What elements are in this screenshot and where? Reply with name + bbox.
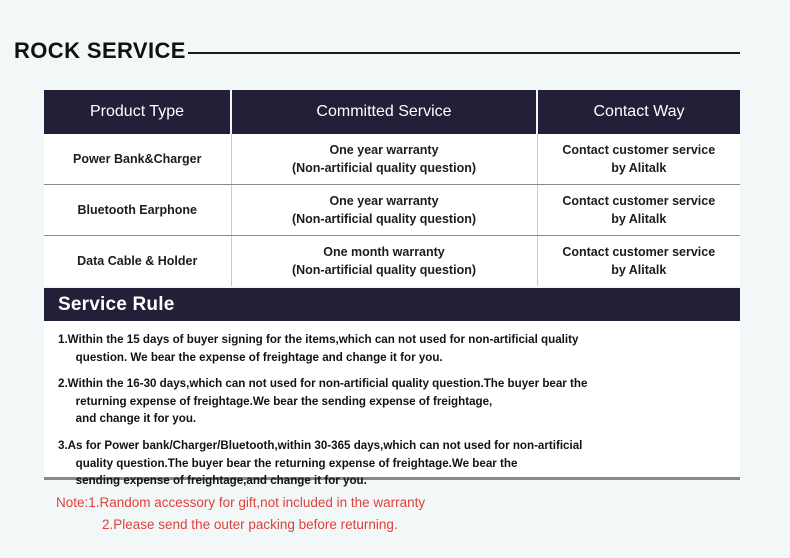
rule-item: 1. Within the 15 days of buyer signing f… bbox=[54, 331, 730, 366]
rule-item: 3. As for Power bank/Charger/Bluetooth,w… bbox=[54, 437, 730, 490]
cell-contact-way: Contact customer service by Alitalk bbox=[537, 184, 740, 236]
contact-line-2: by Alitalk bbox=[611, 161, 667, 175]
service-table-body: Power Bank&Charger One year warranty (No… bbox=[44, 134, 740, 286]
note-line-1: Note:1.Random accessory for gift,not inc… bbox=[56, 495, 426, 510]
service-rule-body: 1. Within the 15 days of buyer signing f… bbox=[44, 321, 740, 487]
rule-line: As for Power bank/Charger/Bluetooth,with… bbox=[67, 439, 583, 453]
service-line-1: One year warranty bbox=[329, 142, 439, 157]
cell-committed-service: One year warranty (Non-artificial qualit… bbox=[231, 134, 538, 185]
page-title-row: ROCK SERVICE bbox=[14, 38, 740, 64]
contact-line-2: by Alitalk bbox=[611, 263, 667, 277]
table-row: Power Bank&Charger One year warranty (No… bbox=[44, 134, 740, 185]
notes-block: Note:1.Random accessory for gift,not inc… bbox=[44, 492, 740, 536]
page-title: ROCK SERVICE bbox=[14, 38, 186, 63]
contact-line-1: Contact customer service bbox=[562, 244, 716, 259]
rule-line: Within the 15 days of buyer signing for … bbox=[67, 333, 579, 346]
rule-line: question. We bear the expense of freight… bbox=[75, 350, 443, 364]
rule-number: 3. bbox=[58, 439, 68, 453]
rule-text: Within the 15 days of buyer signing for … bbox=[68, 331, 730, 366]
cell-committed-service: One month warranty (Non-artificial quali… bbox=[231, 235, 538, 286]
rule-number: 2. bbox=[58, 377, 68, 391]
service-line-1: One month warranty bbox=[323, 244, 445, 259]
note-line-2: 2.Please send the outer packing before r… bbox=[102, 516, 398, 532]
rule-line: sending expense of freightage,and change… bbox=[75, 474, 367, 488]
service-line-2: (Non-artificial quality question) bbox=[291, 212, 477, 226]
cell-product-type: Power Bank&Charger bbox=[44, 134, 232, 185]
column-header-product-type: Product Type bbox=[44, 90, 232, 134]
table-header-row: Product Type Committed Service Contact W… bbox=[44, 90, 740, 134]
column-header-contact-way: Contact Way bbox=[537, 90, 740, 134]
service-rule-banner: Service Rule bbox=[44, 288, 740, 321]
cell-product-type: Data Cable & Holder bbox=[44, 235, 232, 286]
cell-contact-way: Contact customer service by Alitalk bbox=[537, 235, 740, 286]
service-table: Product Type Committed Service Contact W… bbox=[44, 90, 740, 286]
cell-contact-way: Contact customer service by Alitalk bbox=[537, 134, 740, 185]
cell-product-type: Bluetooth Earphone bbox=[44, 184, 232, 236]
contact-line-2: by Alitalk bbox=[611, 212, 667, 226]
rule-text: Within the 16-30 days,which can not used… bbox=[68, 375, 730, 428]
rule-line: returning expense of freightage.We bear … bbox=[75, 394, 493, 408]
title-divider-line bbox=[187, 52, 740, 54]
contact-line-1: Contact customer service bbox=[562, 193, 716, 208]
column-header-committed-service: Committed Service bbox=[231, 90, 538, 134]
service-line-1: One year warranty bbox=[329, 193, 439, 208]
service-table-head: Product Type Committed Service Contact W… bbox=[44, 90, 740, 134]
rule-line: and change it for you. bbox=[75, 412, 197, 426]
rule-line: quality question.The buyer bear the retu… bbox=[75, 456, 518, 470]
contact-line-1: Contact customer service bbox=[562, 142, 716, 157]
table-row: Data Cable & Holder One month warranty (… bbox=[44, 235, 740, 286]
rule-number: 1. bbox=[58, 333, 68, 346]
rule-item: 2. Within the 16-30 days,which can not u… bbox=[54, 375, 730, 428]
service-rule-title: Service Rule bbox=[58, 293, 175, 315]
rule-line: Within the 16-30 days,which can not used… bbox=[67, 377, 588, 391]
cell-committed-service: One year warranty (Non-artificial qualit… bbox=[231, 184, 538, 236]
table-row: Bluetooth Earphone One year warranty (No… bbox=[44, 184, 740, 236]
rule-text: As for Power bank/Charger/Bluetooth,with… bbox=[68, 437, 730, 490]
service-line-2: (Non-artificial quality question) bbox=[291, 263, 477, 277]
service-line-2: (Non-artificial quality question) bbox=[291, 161, 477, 175]
